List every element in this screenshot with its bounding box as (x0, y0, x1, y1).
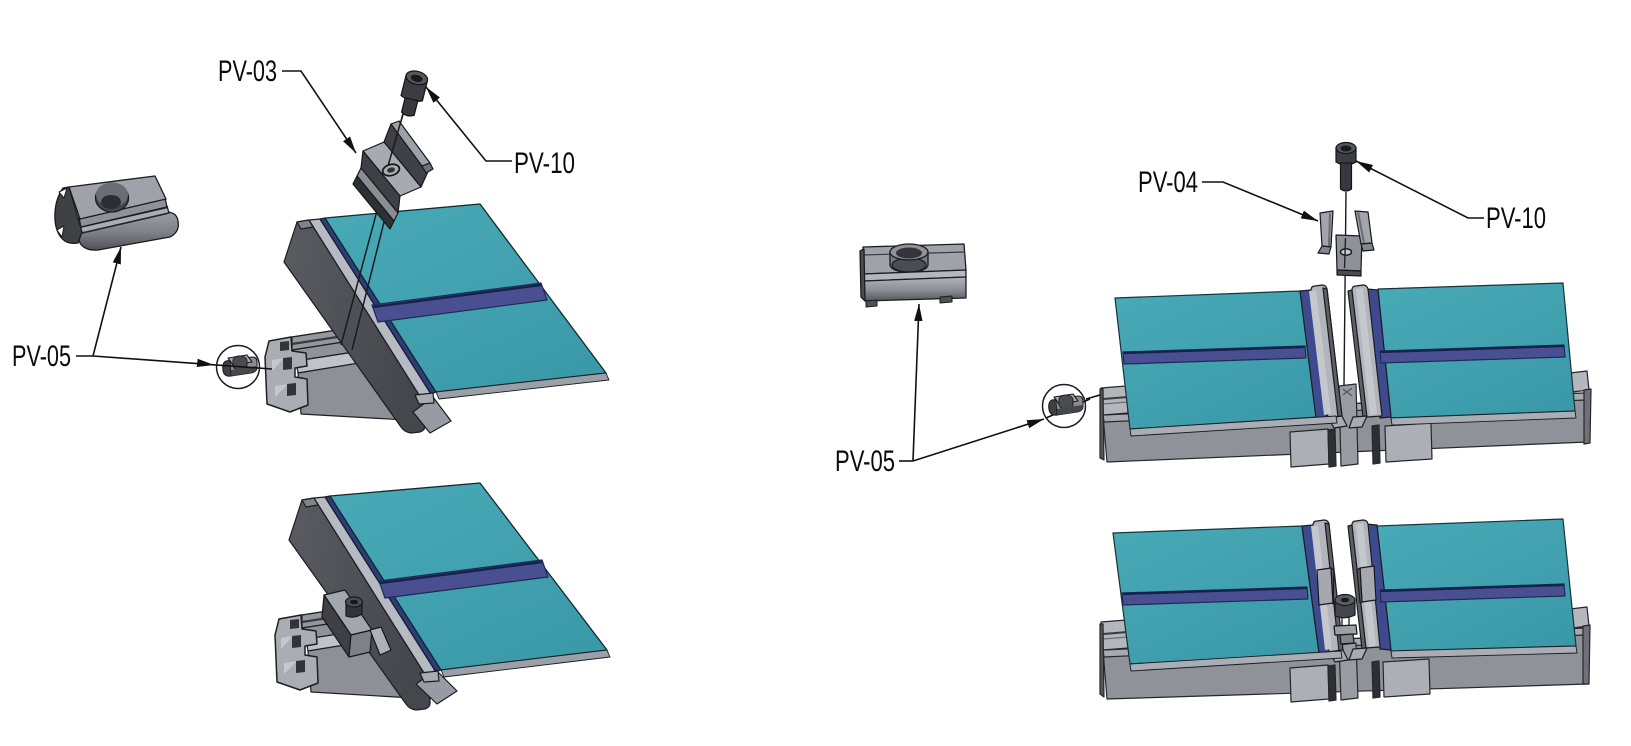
svg-text:PV-04: PV-04 (1138, 166, 1198, 199)
svg-text:PV-05: PV-05 (835, 445, 895, 478)
svg-text:PV-03: PV-03 (218, 55, 277, 88)
svg-text:PV-10: PV-10 (514, 147, 575, 180)
svg-text:PV-10: PV-10 (1486, 202, 1546, 235)
svg-text:PV-05: PV-05 (12, 340, 71, 373)
